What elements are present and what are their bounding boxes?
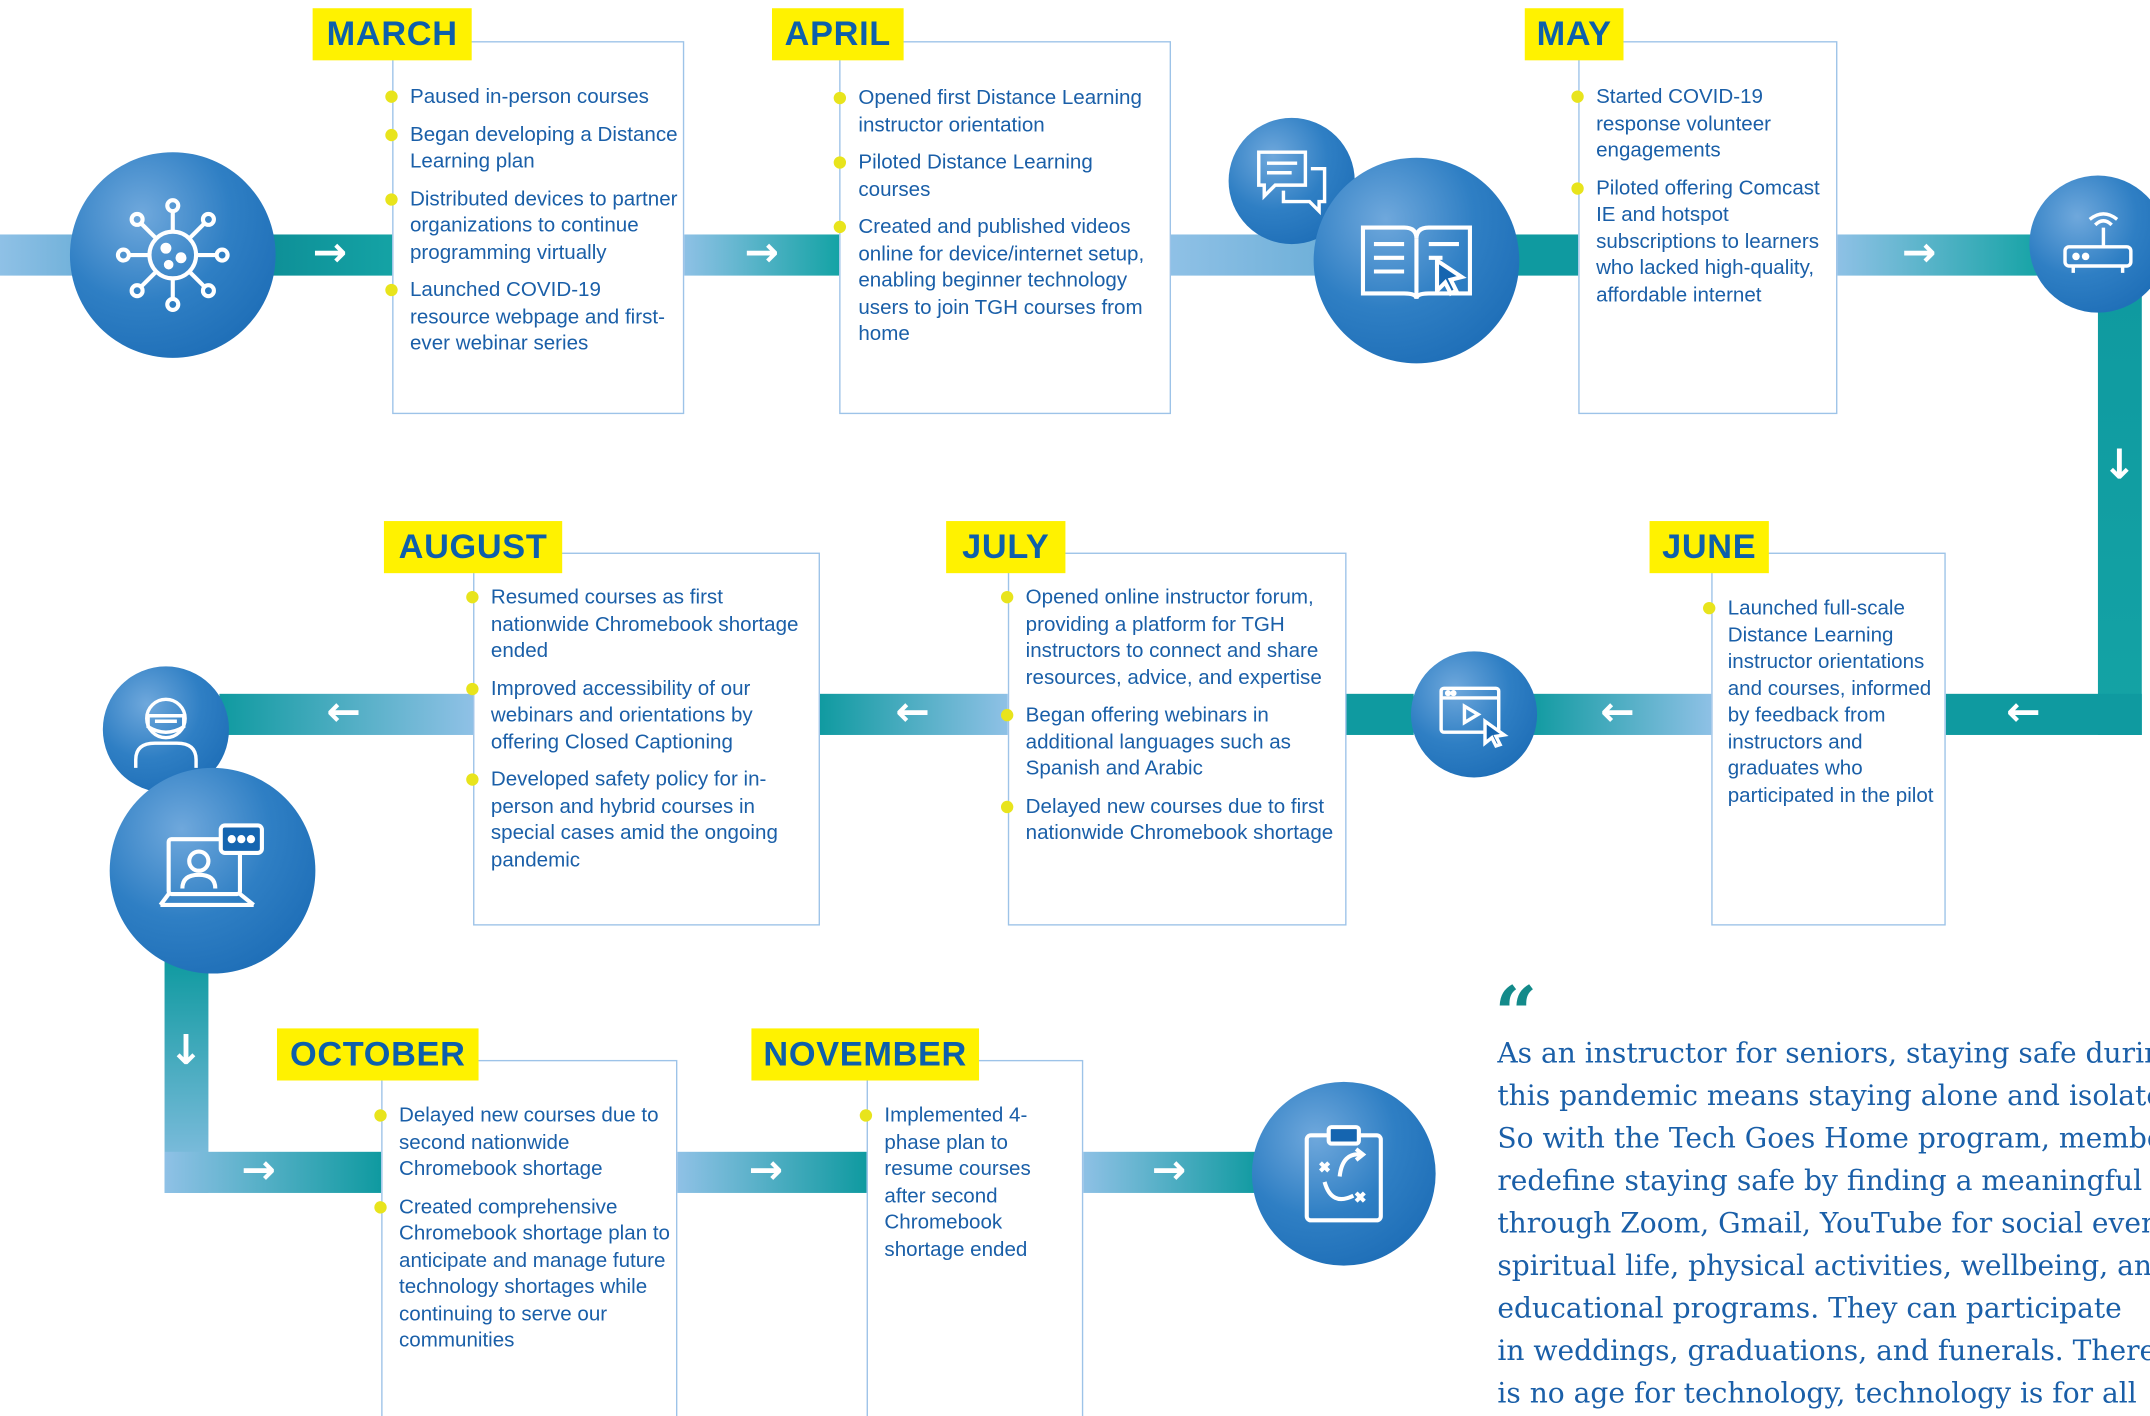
list-item: Developed safety policy for in-person an…	[466, 767, 806, 874]
flow-band	[0, 234, 83, 276]
list-item: Piloted offering Comcast IE and hotspot …	[1571, 175, 1832, 309]
right-arrow-icon: →	[748, 1146, 784, 1195]
quote-line: So with the Tech Goes Home program, memb…	[1497, 1121, 2150, 1155]
list-item: Created comprehensive Chromebook shortag…	[374, 1194, 672, 1354]
flow-band	[267, 234, 394, 276]
open-book-cursor-icon	[1360, 225, 1472, 300]
month-label-may: MAY	[1524, 8, 1624, 61]
flow-band	[164, 1151, 382, 1193]
router-icon-circle	[2029, 175, 2150, 313]
quote-line: educational programs. They can participa…	[1497, 1291, 2122, 1325]
month-label-april: APRIL	[771, 8, 904, 61]
april-box	[839, 41, 1172, 415]
list-item: Began offering webinars in additional la…	[1000, 702, 1339, 782]
quote-line: through Zoom, Gmail, YouTube for social …	[1497, 1206, 2150, 1240]
june-items: Launched full-scale Distance Learning in…	[1703, 595, 1941, 820]
list-item: Started COVID-19 response volunteer enga…	[1571, 84, 1832, 164]
right-arrow-icon: →	[1901, 228, 1937, 277]
left-arrow-icon: ←	[2006, 688, 2041, 737]
month-label-october: OCTOBER	[276, 1028, 479, 1081]
list-item: Launched full-scale Distance Learning in…	[1703, 595, 1941, 809]
november-box	[866, 1059, 1084, 1416]
list-item: Delayed new courses due to first nationw…	[1000, 793, 1339, 846]
right-arrow-icon: →	[1151, 1146, 1187, 1195]
october-items: Delayed new courses due to second nation…	[374, 1102, 672, 1365]
flow-band	[1345, 693, 1414, 735]
march-items: Paused in-person courses Began developin…	[385, 84, 679, 369]
june-box	[1711, 552, 1946, 926]
quote-line: As an instructor for seniors, staying sa…	[1497, 1036, 2150, 1070]
list-item: Resumed courses as first nationwide Chro…	[466, 584, 806, 664]
testimonial-quote: As an instructor for seniors, staying sa…	[1497, 1033, 2150, 1416]
april-items: Opened first Distance Learning instructo…	[833, 85, 1162, 359]
list-item: Implemented 4-phase plan to resume cours…	[859, 1102, 1076, 1262]
left-arrow-icon: ←	[895, 688, 930, 737]
july-items: Opened online instructor forum, providin…	[1000, 584, 1339, 858]
quote-mark: “	[1494, 969, 1538, 1058]
quote-line: is no age for technology, technology is …	[1497, 1376, 2137, 1410]
right-arrow-icon: →	[241, 1146, 276, 1195]
flow-band	[219, 693, 474, 735]
down-arrow-icon: ↓	[168, 1027, 204, 1076]
october-box	[381, 1059, 678, 1416]
quote-line: redefine staying safe by finding a meani…	[1497, 1164, 2150, 1198]
video-player-cursor-icon	[1439, 686, 1509, 749]
right-arrow-icon: →	[744, 228, 780, 277]
list-item: Opened online instructor forum, providin…	[1000, 584, 1339, 691]
list-item: Launched COVID-19 resource webpage and f…	[385, 277, 679, 357]
left-arrow-icon: ←	[326, 688, 361, 737]
video-call-laptop-icon	[158, 823, 264, 908]
list-item: Delayed new courses due to second nation…	[374, 1102, 672, 1182]
may-box	[1578, 41, 1838, 415]
list-item: Paused in-person courses	[385, 84, 679, 111]
masked-person-icon	[134, 697, 198, 768]
flow-band	[1945, 693, 2142, 735]
videocall-icon-circle	[109, 767, 316, 974]
chat-bubbles-icon	[1257, 150, 1327, 216]
virus-icon	[115, 198, 230, 312]
flow-band	[1528, 693, 1713, 735]
flow-band	[1836, 234, 2042, 276]
list-item: Distributed devices to partner organizat…	[385, 186, 679, 266]
list-item: Opened first Distance Learning instructo…	[833, 85, 1162, 138]
video-icon-circle	[1410, 651, 1538, 778]
down-arrow-icon: ↓	[2102, 441, 2137, 490]
month-label-august: AUGUST	[383, 521, 563, 574]
flow-band	[2097, 287, 2142, 735]
list-item: Improved accessibility of our webinars a…	[466, 675, 806, 755]
book-icon-circle	[1313, 157, 1520, 364]
month-label-june: JUNE	[1649, 521, 1769, 574]
flow-band	[1515, 234, 1579, 276]
list-item: Began developing a Distance Learning pla…	[385, 121, 679, 174]
july-box	[1007, 552, 1347, 926]
flow-band	[682, 234, 840, 276]
right-arrow-icon: →	[312, 228, 348, 277]
quote-line: spiritual life, physical activities, wel…	[1497, 1249, 2150, 1283]
august-items: Resumed courses as first nationwide Chro…	[466, 584, 806, 884]
may-items: Started COVID-19 response volunteer enga…	[1571, 84, 1832, 320]
router-icon	[2063, 212, 2133, 273]
november-items: Implemented 4-phase plan to resume cours…	[859, 1102, 1076, 1273]
list-item: Piloted Distance Learning courses	[833, 149, 1162, 202]
clipboard-icon-circle	[1251, 1081, 1436, 1266]
left-arrow-icon: ←	[1600, 688, 1635, 737]
month-label-march: MARCH	[312, 8, 472, 61]
march-box	[392, 41, 685, 415]
strategy-clipboard-icon	[1304, 1125, 1383, 1223]
virus-icon-circle	[69, 152, 276, 358]
month-label-november: NOVEMBER	[751, 1028, 980, 1081]
flow-band	[1081, 1151, 1261, 1193]
flow-band	[818, 693, 1008, 735]
august-box	[473, 552, 820, 926]
quote-line: this pandemic means staying alone and is…	[1497, 1079, 2150, 1113]
quote-line: in weddings, graduations, and funerals. …	[1497, 1334, 2150, 1368]
flow-band	[677, 1151, 867, 1193]
list-item: Created and published videos online for …	[833, 214, 1162, 348]
month-label-july: JULY	[946, 521, 1066, 574]
